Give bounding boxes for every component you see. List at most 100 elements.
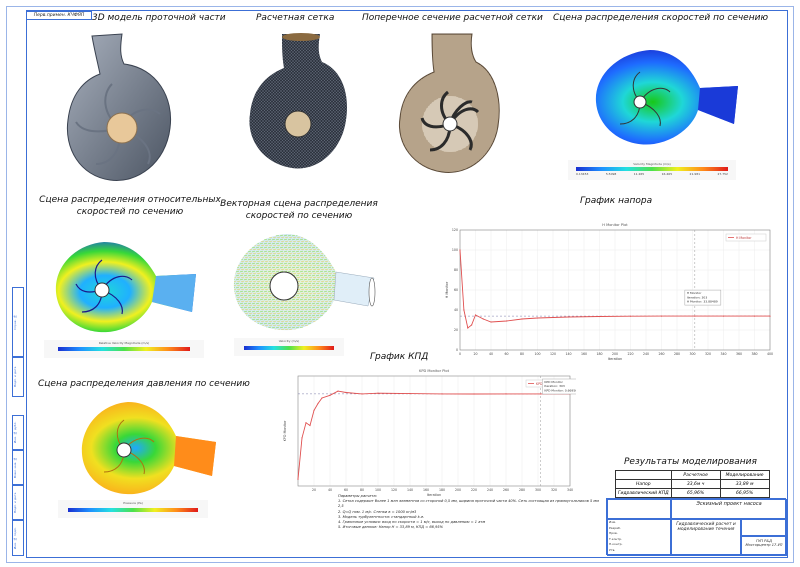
top-tag: Перв.примен. КЧФЯП: [26, 11, 92, 20]
stamp-row-label: Пров.: [609, 531, 618, 536]
tick: 27.752: [717, 172, 728, 176]
x-tick-label: 300: [689, 352, 695, 356]
x-tick-label: 40: [489, 352, 493, 356]
x-tick-label: 220: [627, 352, 633, 356]
results-table: Расчетное Моделирование Напор 33,6м ч 33…: [615, 470, 770, 498]
annotation-line: KPD Monitor: 0.66956: [544, 388, 576, 392]
data-point: [467, 327, 469, 329]
x-tick-label: 140: [565, 352, 571, 356]
chart-title: KPD Monitor Plot: [419, 369, 450, 373]
vector-colorbar-title: Velocity (m/s): [278, 339, 300, 343]
y-tick-label: 20: [454, 328, 458, 332]
x-tick-label: 40: [328, 488, 332, 492]
relative-velocity-scene-image: [55, 242, 197, 333]
stamp-row-label: Изм.: [609, 520, 617, 524]
stamp-sheet-info: [741, 519, 787, 536]
x-tick-label: 180: [439, 488, 445, 492]
legend-label: H Monitor: [736, 236, 752, 240]
table-cell: Напор: [615, 479, 672, 489]
velocity-colorbar: [576, 167, 728, 171]
data-point: [722, 315, 725, 317]
relative-colorbar: [58, 347, 190, 351]
stamp-row-label: Утв.: [609, 547, 616, 552]
data-point: [694, 315, 696, 317]
data-point: [329, 394, 331, 396]
x-tick-label: 260: [503, 488, 509, 492]
stamp-row-label: Разраб.: [609, 525, 621, 530]
data-point: [409, 393, 411, 395]
x-tick-label: 260: [658, 352, 664, 356]
x-tick-label: 120: [550, 352, 556, 356]
drawing-frame: [26, 10, 788, 558]
x-tick-label: 160: [581, 352, 587, 356]
chart-title: H Monitor Plot: [602, 223, 628, 227]
data-point: [505, 320, 508, 322]
x-tick-label: 280: [674, 352, 680, 356]
stamp-revisions: [607, 499, 671, 519]
x-tick-label: 200: [612, 352, 618, 356]
data-point: [361, 393, 363, 395]
annotation-box: [542, 378, 576, 395]
table-cell: 66,95%: [719, 488, 770, 498]
sheet-outer-border: [6, 6, 794, 563]
data-point: [297, 478, 299, 480]
x-tick-label: 100: [534, 352, 540, 356]
x-tick-label: 340: [567, 488, 573, 492]
header-cell: Расчетное: [670, 470, 721, 480]
x-tick-label: 0: [459, 352, 461, 356]
note-line: Параметры расчета:: [338, 494, 377, 498]
stamp-title: Эскизный проект насоса: [671, 499, 787, 519]
x-tick-label: 60: [344, 488, 348, 492]
data-point: [505, 393, 507, 395]
x-tick-label: 120: [391, 488, 397, 492]
table-cell: 33,6м ч: [670, 479, 721, 489]
head-plot-panel: [436, 214, 776, 362]
data-point: [309, 424, 311, 427]
x-tick-label: 380: [751, 352, 757, 356]
data-point: [482, 318, 484, 320]
annotation-line: H Monitor: [687, 291, 702, 295]
tick: 0.13453: [576, 172, 589, 176]
annotation-box: [684, 289, 722, 306]
y-tick-label: 120: [452, 228, 458, 232]
y-tick-label: 100: [452, 248, 458, 252]
side-label-3: Инв. № дубл.: [12, 415, 24, 450]
data-point: [521, 318, 523, 320]
x-tick-label: 60: [504, 352, 508, 356]
data-point: [474, 314, 477, 316]
data-point: [536, 317, 539, 319]
stamp-subtitle: Гидравлический расчет и моделирование те…: [671, 519, 741, 556]
x-axis-label: Iteration: [427, 493, 441, 496]
pump-3d-model-image: [66, 33, 172, 181]
stamp-signatures: Изм. Разраб. Пров. Т.контр. Н.контр. Утв…: [607, 519, 671, 556]
title-block: Эскизный проект насоса Изм. Разраб. Пров…: [606, 498, 787, 556]
y-tick-label: 0: [456, 348, 458, 352]
note-line: 1. Сетка содержит более 1 млн элементов …: [338, 499, 599, 509]
annotation-line: Iteration: 303: [544, 384, 565, 388]
x-tick-label: 280: [519, 488, 525, 492]
x-tick-label: 220: [471, 488, 477, 492]
side-label-4: Взам. инв. №: [12, 450, 24, 485]
x-tick-label: 400: [767, 352, 773, 356]
pressure-colorbar-panel: Pressure (Pa): [58, 500, 208, 518]
stamp-row-label: Т.контр.: [609, 536, 623, 541]
tick: 11.265: [633, 172, 645, 176]
annotation-line: KPD Monitor: [544, 380, 563, 384]
x-tick-label: 300: [535, 488, 541, 492]
pressure-colorbar: [68, 508, 198, 512]
data-point: [377, 392, 379, 394]
caption-cross-section: Поперечное сечение расчетной сетки: [362, 13, 543, 23]
x-tick-label: 80: [520, 352, 524, 356]
table-cell: Гидравлический КПД: [615, 488, 672, 498]
data-point: [459, 249, 461, 251]
series-line: [459, 249, 770, 329]
data-point: [769, 315, 771, 317]
tick: 16.465: [661, 172, 673, 176]
table-cell: 65,96%: [670, 488, 721, 498]
x-tick-label: 320: [705, 352, 711, 356]
calculation-notes: Параметры расчета: 1. Сетка содержит бол…: [338, 494, 600, 530]
stamp-organization: ГУП Р&Д Мосгорцентр 17-УП: [741, 536, 787, 556]
x-tick-label: 160: [423, 488, 429, 492]
pressure-scene-image: [81, 402, 216, 495]
